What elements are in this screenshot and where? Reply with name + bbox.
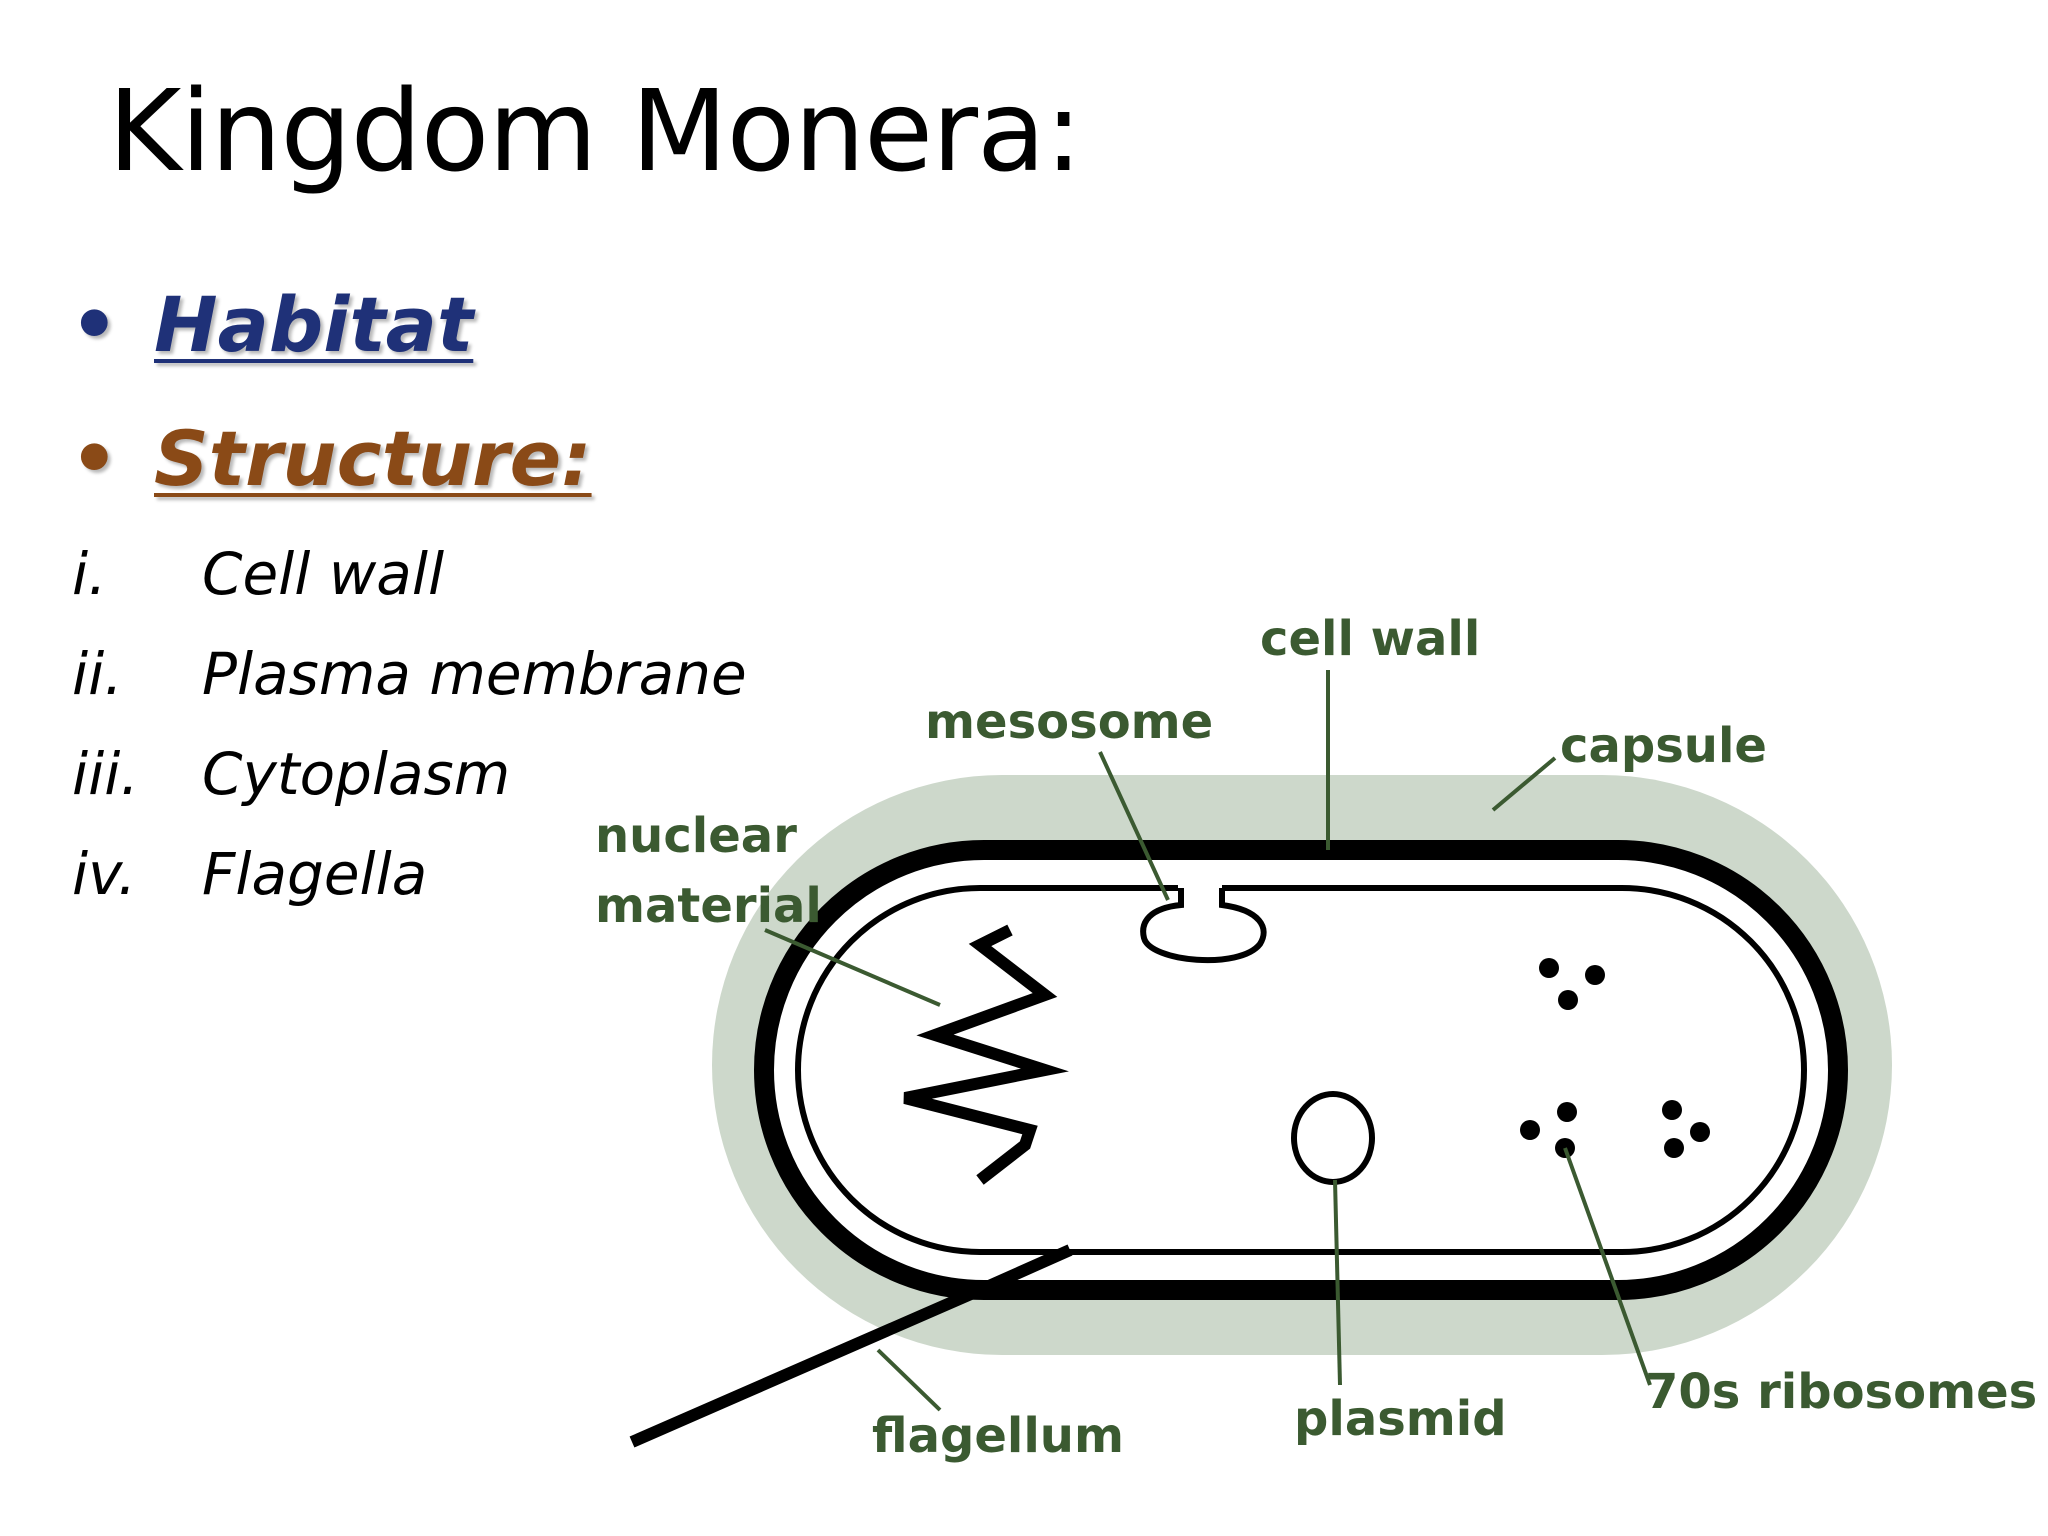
list-label: Cytoplasm [202,740,511,808]
label-capsule: capsule [1560,718,1767,774]
label-ribosomes: 70s ribosomes [1645,1364,2037,1420]
list-label: Flagella [202,840,428,908]
plasmid-shape [1291,1091,1375,1185]
label-nuclear-line2: material [595,878,822,934]
leader-lines [764,670,1652,1412]
label-nuclear-line1: nuclear [595,808,797,864]
list-number: iv. [72,840,137,908]
bullet-marker: • [70,414,119,503]
ribosome-dots [1520,958,1710,1158]
bullet-structure: • Structure: [70,414,592,503]
habitat-link[interactable]: Habitat [154,280,474,369]
list-number: ii. [72,640,123,708]
list-label: Cell wall [202,540,445,608]
plasma-membrane [795,885,1807,1255]
label-mesosome: mesosome [925,694,1213,750]
label-plasmid: plasmid [1294,1391,1507,1447]
list-number: i. [72,540,107,608]
bullet-habitat: • Habitat [70,280,473,369]
flagellum-shape [629,1244,1073,1448]
list-label: Plasma membrane [202,640,747,708]
label-flagellum: flagellum [872,1408,1124,1464]
structure-link[interactable]: Structure: [154,414,592,503]
list-number: iii. [72,740,139,808]
mesosome-shape [1140,880,1267,964]
slide-title: Kingdom Monera: [108,67,1082,197]
bullet-marker: • [70,280,119,369]
label-cell-wall: cell wall [1260,611,1480,667]
nuclear-material-shape [903,924,1069,1185]
